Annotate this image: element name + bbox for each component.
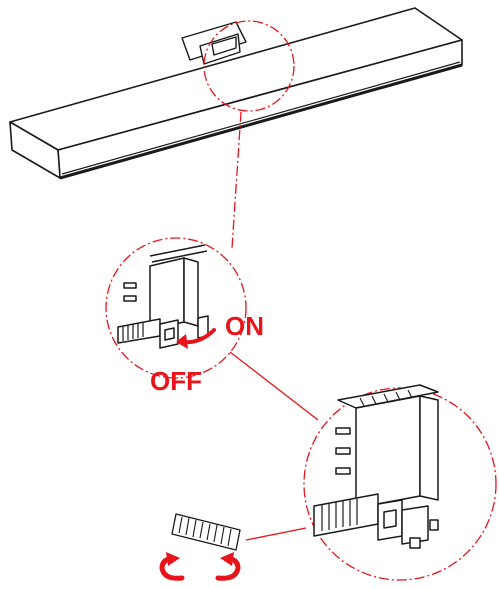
switch-housing-detail	[117, 244, 209, 349]
curved-arrow-right-icon	[215, 552, 241, 581]
leader-line-bottom	[245, 527, 307, 541]
off-label: OFF	[150, 366, 202, 396]
curved-arrow-icon-head	[176, 334, 188, 349]
leader-line-top	[231, 111, 242, 249]
curved-arrow-left-icon	[159, 552, 185, 581]
mounting-bracket	[181, 21, 247, 65]
leader-line-middle	[229, 351, 319, 421]
switch-dial	[122, 322, 144, 341]
callout-circle-top	[203, 20, 295, 112]
switch-dial-enlarged	[321, 499, 358, 531]
on-label: ON	[225, 311, 264, 341]
switch-housing-enlarged	[313, 384, 439, 549]
loose-dial	[171, 513, 241, 551]
callout-circle-middle	[105, 237, 247, 379]
